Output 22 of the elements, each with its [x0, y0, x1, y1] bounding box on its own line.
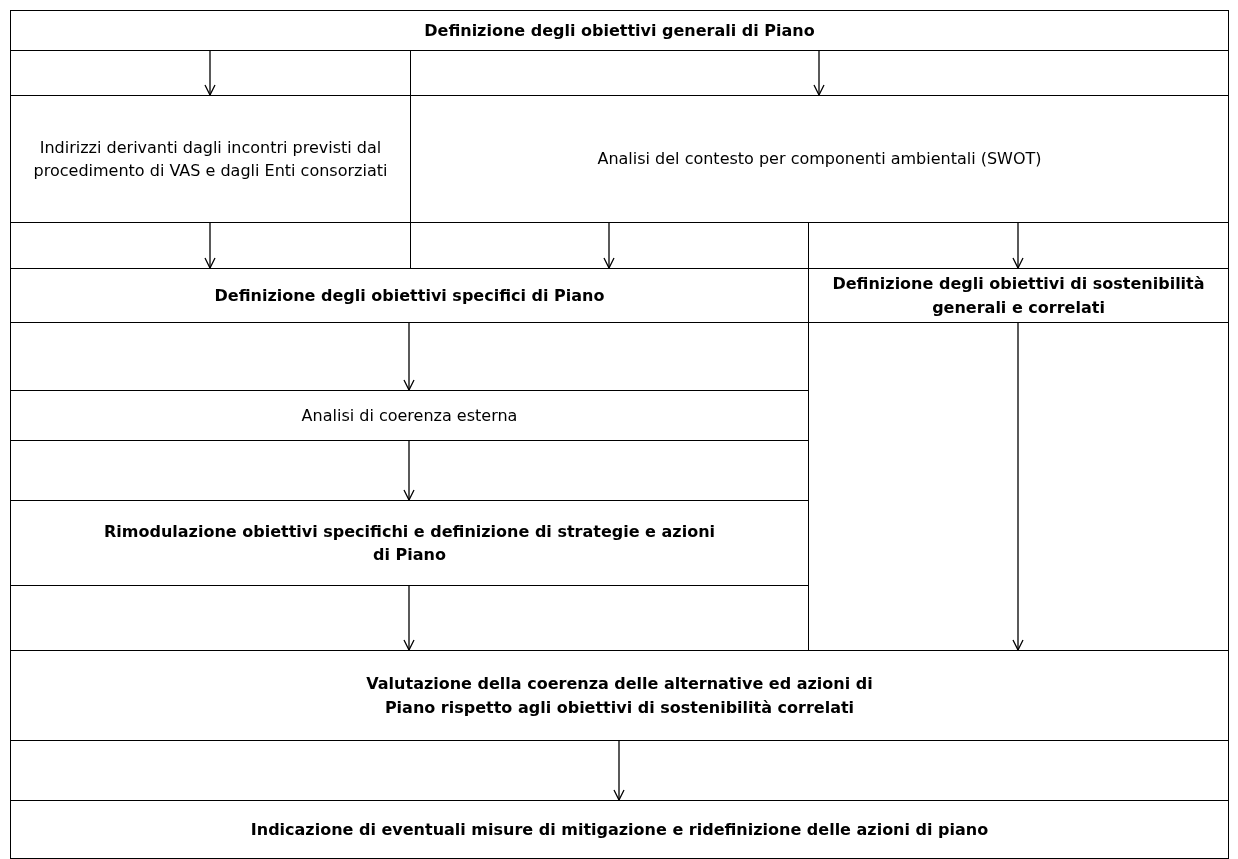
step-text: Definizione degli obiettivi di sostenibilità generali e correlati [831, 273, 1206, 319]
arrow [603, 222, 615, 269]
step-text: Definizione degli obiettivi generali di Piano [424, 19, 815, 42]
step-text: Analisi di coerenza esterna [301, 404, 518, 427]
step-text: Indicazione di eventuali misure di mitigazione e ridefinizione delle azioni di piano [250, 818, 989, 841]
arrow [613, 740, 625, 801]
step-text: Valutazione della coerenza delle alternative ed azioni di Piano rispetto agli obiettivi di sostenibilità correlati [365, 673, 874, 719]
process-box [10, 800, 1229, 859]
arrow [204, 50, 216, 96]
arrow [403, 440, 415, 501]
process-box [10, 650, 1229, 741]
arrow [403, 585, 415, 651]
step-text: Definizione degli obiettivi specifici di Piano [214, 284, 605, 307]
arrow [204, 222, 216, 269]
step-text: Rimodulazione obiettivi specifichi e definizione di strategie e azioni di Piano [103, 520, 716, 566]
arrow [403, 322, 415, 391]
arrow [1012, 222, 1024, 269]
step-text: Indirizzi derivanti dagli incontri previsti dal procedimento di VAS e dagli Enti consorziati [32, 136, 389, 182]
arrow [813, 50, 825, 96]
step-text: Analisi del contesto per componenti ambientali (SWOT) [597, 148, 1042, 171]
arrow [1012, 322, 1024, 651]
process-box [10, 10, 1229, 51]
